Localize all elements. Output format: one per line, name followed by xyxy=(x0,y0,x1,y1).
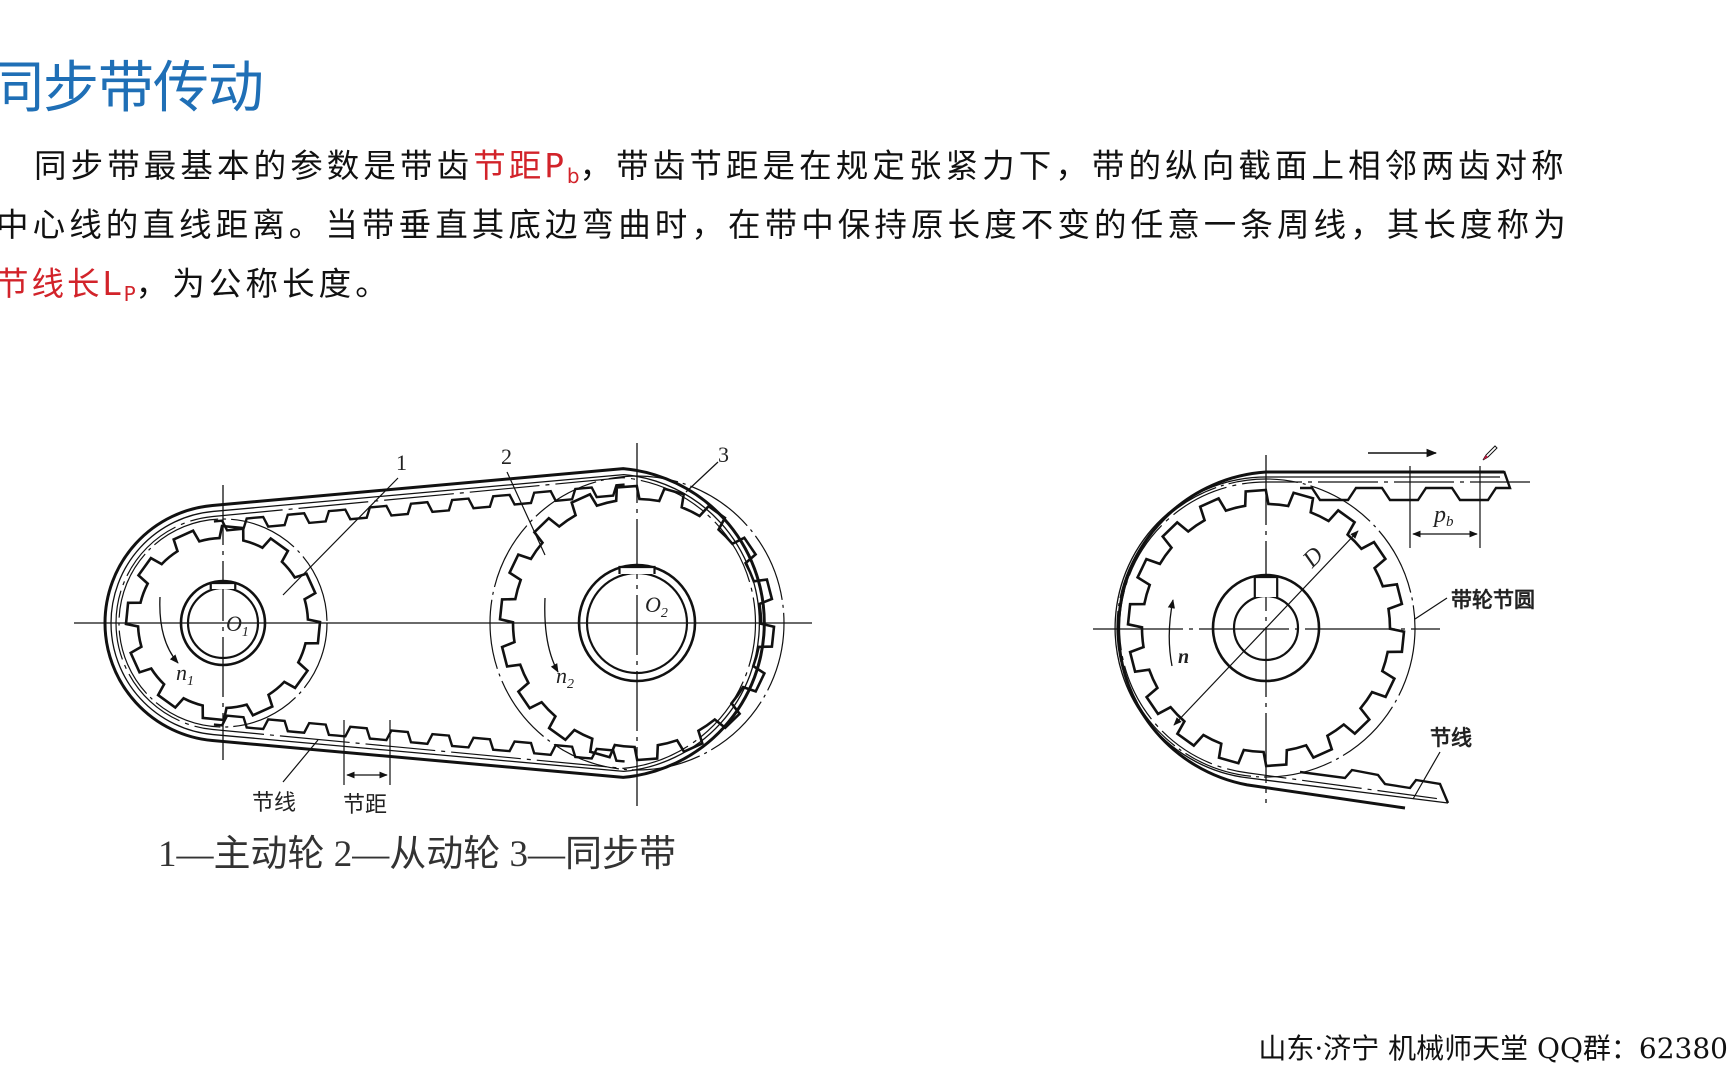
term-pitch-subscript: b xyxy=(566,164,580,188)
pulley-pitch-diagram xyxy=(1093,448,1530,810)
driven-pulley xyxy=(489,475,785,771)
paragraph-text: ，带齿节距是在规定张紧力下，带的纵向截面上相邻两齿对称 xyxy=(579,147,1568,185)
figure-caption: 1—主动轮 2—从动轮 3—同步带 xyxy=(158,834,676,875)
diameter-dimension xyxy=(1173,530,1359,726)
timing-belt xyxy=(1114,470,1530,810)
rotation-arrow-n xyxy=(1167,599,1175,667)
pitch-label: 节距 xyxy=(343,793,387,818)
leader-pitch-circle xyxy=(1414,597,1448,620)
pulley-pitch-circle-label: 带轮节圆 xyxy=(1451,588,1535,612)
center-label-o1: O1 xyxy=(226,611,249,640)
center-label-o2: O2 xyxy=(645,592,668,621)
term-pitch-length-label: 节线长L xyxy=(0,265,124,303)
paragraph-line-1: 同步带最基本的参数是带齿节距Pb，带齿节距是在规定张紧力下，带的纵向截面上相邻两… xyxy=(34,146,1568,196)
footer-watermark: 山东·济宁 机械师天堂 QQ群：62380 xyxy=(1258,1032,1728,1065)
term-pitch: 节距Pb xyxy=(473,147,580,188)
term-pitch-length: 节线长LP xyxy=(0,265,136,306)
speed-label-n2: n2 xyxy=(556,663,574,692)
diameter-label: D xyxy=(1297,542,1328,573)
slide-title: 同步带传动 xyxy=(0,56,264,121)
rotation-label: n xyxy=(1178,646,1189,668)
paragraph-line-2: 中心线的直线距离。当带垂直其底边弯曲时，在带中保持原长度不变的任意一条周线，其长… xyxy=(0,206,1570,244)
leader-line-2 xyxy=(506,471,546,556)
paragraph-text: ，为公称长度。 xyxy=(135,265,392,303)
part-label-2: 2 xyxy=(501,444,512,469)
belt-drive-diagram xyxy=(74,443,812,806)
driver-pulley xyxy=(118,518,328,728)
leader-pitch-line xyxy=(1412,751,1441,800)
term-pitch-length-subscript: P xyxy=(123,282,136,306)
pitch-line-label: 节线 xyxy=(252,791,296,816)
leader-line-pitch-line xyxy=(282,739,319,783)
rotation-arrow-n2 xyxy=(544,597,559,673)
part-label-3: 3 xyxy=(718,442,729,467)
pitch-line-label: 节线 xyxy=(1430,726,1472,750)
leader-line-1 xyxy=(282,477,399,596)
speed-label-n1: n1 xyxy=(176,660,194,689)
term-pitch-label: 节距P xyxy=(473,147,567,185)
paragraph-line-3: 节线长LP，为公称长度。 xyxy=(0,264,392,314)
part-label-1: 1 xyxy=(396,450,407,475)
leader-line-3 xyxy=(685,461,719,493)
pen-cursor-icon xyxy=(1482,445,1498,461)
rotation-arrow-n1 xyxy=(159,596,179,664)
paragraph-text: 同步带最基本的参数是带齿 xyxy=(34,147,474,185)
pb-label: pb xyxy=(1432,502,1454,530)
